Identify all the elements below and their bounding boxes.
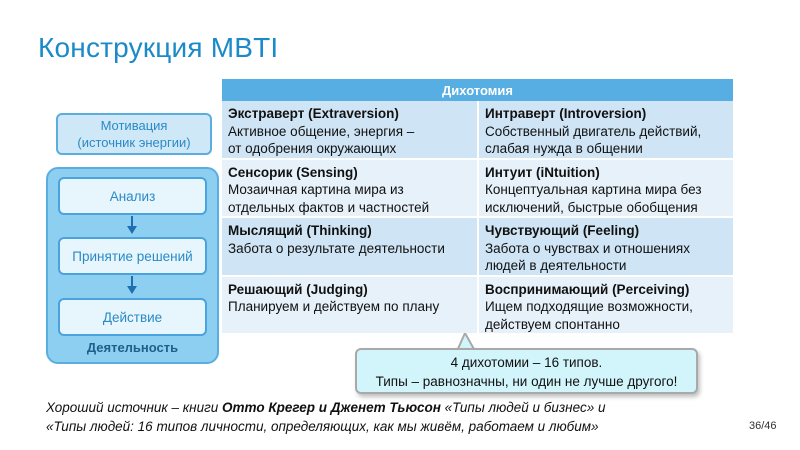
callout-line: 4 дихотомии – 16 типов. [450,355,603,370]
motivation-sublabel: (источник энергии) [77,135,191,150]
source-book1: «Типы людей и бизнес» и [440,400,606,415]
summary-callout: 4 дихотомии – 16 типов. Типы – равнознач… [355,348,698,394]
table-cell: Экстраверт (Extraversion) Активное общен… [222,101,479,160]
cell-title: Интраверт (Introversion) [485,106,647,121]
table-row: Экстраверт (Extraversion) Активное общен… [222,101,733,160]
activity-group: Анализ Принятие решений Действие Деятель… [46,167,219,364]
cell-text: Забота о результате деятельности [228,240,445,256]
activity-label: Деятельность [86,340,179,355]
cell-text: от одобрения окружающих [228,141,397,156]
cell-title: Сенсорик (Sensing) [228,164,358,180]
dichotomy-table: Дихотомия Экстраверт (Extraversion) Акти… [222,79,733,335]
cell-title: Мыслящий (Thinking) [228,223,372,238]
slide-title: Конструкция MBTI [38,32,279,63]
cell-text: Концептуальная картина мира без [485,182,702,197]
motivation-box: Мотивация (источник энергии) [56,113,212,155]
callout-line: Типы – равнозначны, ни один не лучше дру… [375,374,678,389]
table-cell: Интуит (iNtuition) Концептуальная картин… [478,158,733,218]
arrow-down-icon [127,276,137,294]
cell-text: людей в деятельности [485,258,627,273]
source-prefix: Хороший источник – книги [46,400,222,415]
table-header: Дихотомия [222,79,733,101]
cell-text: действуем спонтанно [485,316,620,332]
table-row: Решающий (Judging) Планируем и действуем… [222,275,733,335]
cell-title: Интуит (iNtuition) [485,164,600,180]
source-authors: Отто Крегер и Дженет Тьюсон [222,400,441,415]
arrow-down-icon [127,216,137,234]
table-cell: Воспринимающий (Perceiving) Ищем подходя… [478,275,733,335]
table-cell: Мыслящий (Thinking) Забота о результате … [222,217,479,277]
table-cell: Интраверт (Introversion) Собственный дви… [478,101,733,160]
cell-text: Активное общение, энергия – [228,123,415,139]
source-book2: «Типы людей: 16 типов личности, определя… [46,419,599,434]
cell-text: исключений, быстрые обобщения [485,199,698,215]
cell-text: Собственный двигатель действий, [485,123,702,139]
motivation-label: Мотивация [100,118,168,133]
cell-text: Планируем и действуем по плану [228,299,440,314]
callout-pointer-icon [455,333,477,351]
source-note: Хороший источник – книги Отто Крегер и Д… [46,398,726,436]
cell-text: отдельных фактов и частностей [228,199,430,215]
cell-title: Решающий (Judging) [228,281,368,297]
step-action: Действие [58,298,207,336]
step-decision: Принятие решений [58,237,207,275]
table-cell: Чувствующий (Feeling) Забота о чувствах … [478,217,733,277]
page-number: 36/46 [749,420,777,432]
cell-text: слабая нужда в общении [485,141,643,156]
table-cell: Сенсорик (Sensing) Мозаичная картина мир… [222,158,479,218]
table-row: Мыслящий (Thinking) Забота о результате … [222,217,733,277]
cell-text: Забота о чувствах и отношениях [485,240,690,256]
table-row: Сенсорик (Sensing) Мозаичная картина мир… [222,158,733,218]
table-cell: Решающий (Judging) Планируем и действуем… [222,275,479,335]
cell-text: Мозаичная картина мира из [228,182,404,197]
cell-title: Чувствующий (Feeling) [485,223,640,238]
cell-title: Экстраверт (Extraversion) [228,106,399,121]
cell-title: Воспринимающий (Perceiving) [485,281,690,297]
step-analysis: Анализ [58,177,207,215]
cell-text: Ищем подходящие возможности, [485,299,693,314]
